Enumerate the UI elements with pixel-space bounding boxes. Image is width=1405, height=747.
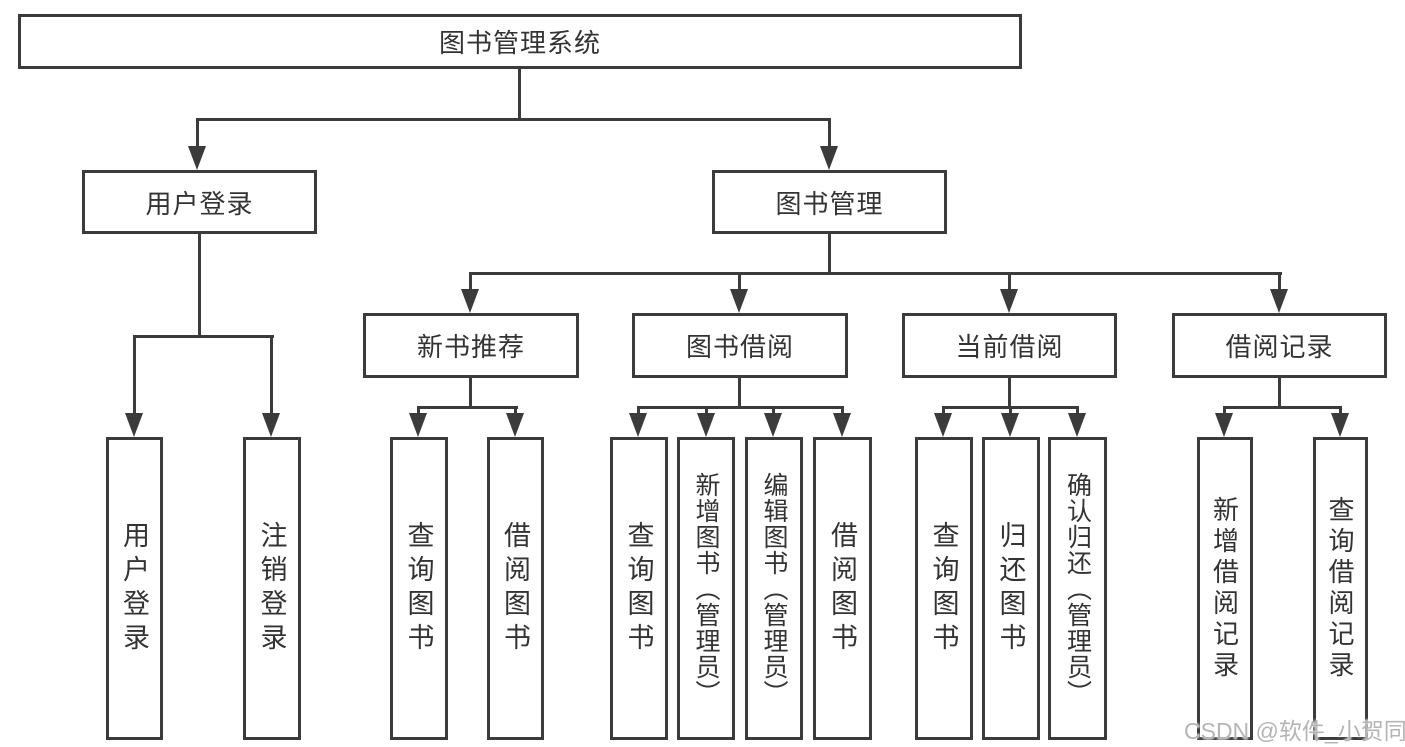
connector-line: [1008, 378, 1011, 407]
leaf-confirm-return-admin-label: 确认归还（管理员）: [1063, 471, 1092, 706]
leaf-add-borrow-record-label: 新增借阅记录: [1209, 495, 1240, 682]
leaf-borrow-books-recommend-label: 借阅图书: [500, 520, 530, 657]
connector-line: [1223, 406, 1226, 416]
node-book-borrowing-label: 图书借阅: [685, 332, 794, 362]
leaf-query-books-current: 查询图书: [915, 437, 973, 740]
leaf-add-book-admin-label: 新增图书（管理员）: [692, 471, 720, 706]
connector-line: [198, 234, 201, 335]
arrow-down-icon: [697, 413, 715, 437]
connector-line: [841, 406, 844, 416]
connector-line: [417, 406, 518, 409]
arrow-down-icon: [1331, 413, 1349, 437]
arrow-down-icon: [764, 413, 782, 437]
arrow-down-icon: [461, 289, 479, 313]
node-book-management-label: 图书管理: [775, 188, 884, 219]
connector-line: [518, 69, 521, 119]
node-library-system-label: 图书管理系统: [438, 28, 601, 58]
leaf-query-books-borrowing-label: 查询图书: [623, 520, 654, 657]
leaf-query-borrow-record: 查询借阅记录: [1313, 437, 1368, 740]
arrow-down-icon: [1215, 413, 1233, 437]
leaf-borrow-books-borrowing: 借阅图书: [813, 437, 872, 740]
arrow-down-icon: [1001, 413, 1019, 437]
leaf-return-book-label: 归还图书: [995, 520, 1026, 657]
connector-line: [1008, 272, 1011, 292]
node-book-management: 图书管理: [712, 170, 947, 234]
csdn-watermark: CSDN @软件_小贺同学: [1184, 718, 1405, 744]
arrow-down-icon: [730, 289, 748, 313]
connector-line: [196, 118, 199, 148]
arrow-down-icon: [262, 413, 280, 437]
node-user-login: 用户登录: [82, 170, 317, 234]
node-new-book-recommend: 新书推荐: [363, 313, 579, 378]
connector-line: [738, 378, 741, 407]
connector-line: [514, 406, 517, 416]
arrow-down-icon: [1068, 413, 1086, 437]
connector-line: [772, 406, 775, 416]
leaf-logout: 注销登录: [243, 437, 301, 740]
leaf-query-books-current-label: 查询图书: [928, 520, 959, 657]
arrow-down-icon: [409, 413, 427, 437]
connector-line: [469, 378, 472, 407]
leaf-add-book-admin: 新增图书（管理员）: [677, 437, 735, 740]
connector-line: [738, 272, 741, 292]
connector-line: [705, 406, 708, 416]
arrow-down-icon: [1270, 289, 1288, 313]
connector-line: [828, 234, 831, 275]
connector-line: [637, 406, 640, 416]
leaf-query-books-recommend-label: 查询图书: [403, 520, 434, 657]
leaf-borrow-books-recommend: 借阅图书: [487, 437, 544, 740]
leaf-borrow-books-borrowing-label: 借阅图书: [827, 520, 857, 657]
leaf-logout-label: 注销登录: [256, 520, 287, 657]
leaf-confirm-return-admin: 确认归还（管理员）: [1048, 437, 1107, 740]
leaf-query-books-borrowing: 查询图书: [610, 437, 668, 740]
connector-line: [417, 406, 420, 416]
node-library-system: 图书管理系统: [18, 14, 1022, 69]
node-current-borrowing: 当前借阅: [902, 313, 1117, 378]
connector-line: [133, 335, 136, 415]
connector-line: [270, 335, 273, 415]
connector-line: [1223, 406, 1342, 409]
connector-line: [1278, 378, 1281, 407]
arrow-down-icon: [1000, 289, 1018, 313]
leaf-edit-book-admin: 编辑图书（管理员）: [745, 437, 803, 740]
node-borrowing-records: 借阅记录: [1172, 313, 1387, 378]
leaf-user-login-label: 用户登录: [119, 520, 149, 657]
connector-line: [1339, 406, 1342, 416]
arrow-down-icon: [506, 413, 524, 437]
connector-line: [828, 118, 831, 148]
leaf-edit-book-admin-label: 编辑图书（管理员）: [760, 471, 788, 706]
connector-line: [637, 406, 844, 409]
node-new-book-recommend-label: 新书推荐: [416, 332, 525, 362]
connector-line: [469, 272, 1282, 275]
leaf-add-borrow-record: 新增借阅记录: [1197, 437, 1253, 740]
node-current-borrowing-label: 当前借阅: [955, 332, 1064, 362]
node-book-borrowing: 图书借阅: [632, 313, 848, 378]
connector-line: [133, 335, 274, 338]
arrow-down-icon: [820, 146, 838, 170]
arrow-down-icon: [125, 413, 143, 437]
node-user-login-label: 用户登录: [145, 188, 254, 219]
connector-line: [469, 272, 472, 292]
connector-line: [196, 118, 831, 121]
leaf-user-login: 用户登录: [106, 437, 163, 740]
leaf-query-borrow-record-label: 查询借阅记录: [1325, 495, 1355, 682]
connector-line: [1278, 272, 1281, 292]
arrow-down-icon: [188, 146, 206, 170]
node-borrowing-records-label: 借阅记录: [1225, 332, 1334, 362]
connector-line: [1076, 406, 1079, 416]
leaf-query-books-recommend: 查询图书: [390, 437, 448, 740]
leaf-return-book: 归还图书: [982, 437, 1040, 740]
arrow-down-icon: [934, 413, 952, 437]
arrow-down-icon: [629, 413, 647, 437]
connector-line: [942, 406, 945, 416]
connector-line: [1009, 406, 1012, 416]
arrow-down-icon: [833, 413, 851, 437]
